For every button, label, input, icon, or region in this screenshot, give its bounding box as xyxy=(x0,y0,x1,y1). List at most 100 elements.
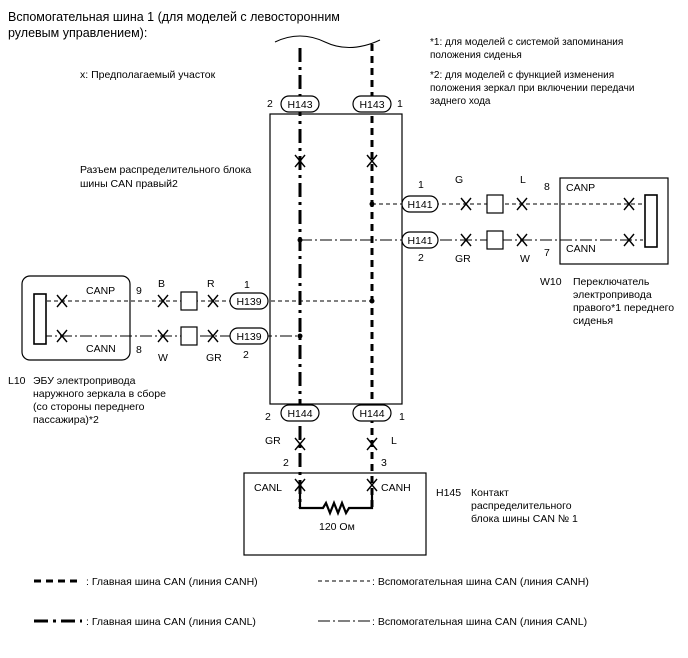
w10-connector-block xyxy=(644,194,658,248)
pin-h139-bottom: 2 xyxy=(243,349,249,361)
legend-sub-canh: : Вспомогательная шина CAN (линия CANH) xyxy=(372,576,589,588)
connector-h139-top xyxy=(229,292,269,310)
w10-name-line2: электропривода xyxy=(573,289,652,301)
suspected-area-legend: x: Предполагаемый участок xyxy=(80,69,216,81)
w10-name-line3: правого*1 переднего xyxy=(573,302,674,314)
suspect-x-mark xyxy=(460,197,472,211)
splice-box xyxy=(180,291,198,311)
l10-canp-label: CANP xyxy=(86,285,115,297)
connector-h144-left xyxy=(280,404,320,422)
connector-h139-label: H139 xyxy=(236,331,261,343)
suspect-x-mark xyxy=(207,329,219,343)
h145-code: H145 xyxy=(436,487,461,499)
suspect-x-mark xyxy=(56,294,68,308)
pin-h141-top: 1 xyxy=(418,179,424,191)
termination-resistor xyxy=(298,492,374,516)
suspect-x-mark xyxy=(460,233,472,247)
junction-label-line2: шины CAN правый2 xyxy=(80,178,178,190)
diagram-title-line2: рулевым управлением): xyxy=(8,26,147,40)
suspect-x-mark xyxy=(366,478,378,492)
note1-line1: *1: для моделей с системой запоминания xyxy=(430,37,623,48)
suspect-x-mark xyxy=(366,437,378,451)
legend-sub-canl: : Вспомогательная шина CAN (линия CANL) xyxy=(372,616,587,628)
junction-dot xyxy=(369,201,375,207)
connector-h141-label: H141 xyxy=(407,199,432,211)
component-w10 xyxy=(559,177,669,265)
suspect-x-mark xyxy=(516,233,528,247)
wire-color: W xyxy=(158,352,168,364)
connector-h144-label: H144 xyxy=(359,408,384,420)
h145-name-line1: Контакт xyxy=(471,487,509,499)
pin-h143-right: 1 xyxy=(397,98,403,110)
connector-h141-bottom xyxy=(401,231,439,249)
pin-w10-cann: 7 xyxy=(544,247,550,259)
suspect-x-mark xyxy=(294,154,306,168)
connector-h141-label: H141 xyxy=(407,235,432,247)
h145-name-line2: распределительного xyxy=(471,500,572,512)
h145-name-line3: блока шины CAN № 1 xyxy=(471,513,578,525)
connector-h144-right xyxy=(352,404,392,422)
torn-edge-line xyxy=(274,35,381,48)
l10-cann-label: CANN xyxy=(86,343,116,355)
suspect-x-mark xyxy=(294,478,306,492)
junction-dot xyxy=(369,298,375,304)
note2-line2: положения зеркал при включении передачи xyxy=(430,83,634,94)
w10-name-line1: Переключатель xyxy=(573,276,650,288)
pin-l10-canp: 9 xyxy=(136,285,142,297)
junction-dot xyxy=(297,333,303,339)
note2-line1: *2: для моделей с функцией изменения xyxy=(430,69,614,81)
pin-h141-bottom: 2 xyxy=(418,252,424,264)
w10-canp-label: CANP xyxy=(566,182,595,194)
w10-name-line4: сиденья xyxy=(573,315,613,327)
pin-h139-top: 1 xyxy=(244,279,250,291)
pin-h145-canl: 2 xyxy=(283,457,289,469)
connector-h141-top xyxy=(401,195,439,213)
w10-code: W10 xyxy=(540,276,562,288)
wire-color: GR xyxy=(455,253,471,265)
wire-color: G xyxy=(455,174,463,186)
note1-line2: положения сиденья xyxy=(430,50,522,61)
splice-box xyxy=(486,230,504,250)
l10-code: L10 xyxy=(8,375,26,387)
wire-color: GR xyxy=(265,435,281,447)
suspect-x-mark xyxy=(207,294,219,308)
h145-canh-label: CANH xyxy=(381,482,411,494)
suspect-x-mark xyxy=(366,154,378,168)
pin-h143-left: 2 xyxy=(267,98,273,110)
legend-main-canl: : Главная шина CAN (линия CANL) xyxy=(86,616,256,628)
wire-color: B xyxy=(158,278,165,290)
connector-h144-label: H144 xyxy=(287,408,312,420)
resistor-value: 120 Ом xyxy=(319,521,355,533)
junction-dot xyxy=(297,237,303,243)
suspect-x-mark xyxy=(623,233,635,247)
note2-line3: заднего хода xyxy=(430,96,491,107)
connector-h143-label: H143 xyxy=(287,99,312,111)
junction-block xyxy=(269,113,403,405)
w10-cann-label: CANN xyxy=(566,243,596,255)
component-h145 xyxy=(243,472,427,556)
splice-box xyxy=(486,194,504,214)
connector-h143-label: H143 xyxy=(359,99,384,111)
suspect-x-mark xyxy=(516,197,528,211)
l10-connector-block xyxy=(33,293,47,345)
suspect-x-mark xyxy=(294,437,306,451)
l10-name-line1: ЭБУ электропривода xyxy=(33,375,136,387)
pin-h144-left: 2 xyxy=(265,411,271,423)
wire-color: W xyxy=(520,253,530,265)
pin-w10-canp: 8 xyxy=(544,181,550,193)
pin-h145-canh: 3 xyxy=(381,457,387,469)
connector-h139-bottom xyxy=(229,327,269,345)
h145-canl-label: CANL xyxy=(254,482,282,494)
l10-name-line2: наружного зеркала в сборе xyxy=(33,388,166,400)
connector-h143-right xyxy=(352,95,392,113)
suspect-x-mark xyxy=(157,329,169,343)
component-l10 xyxy=(21,275,131,361)
wire-color: R xyxy=(207,278,215,290)
connector-h143-left xyxy=(280,95,320,113)
wire-color: L xyxy=(520,174,526,186)
l10-name-line4: пассажира)*2 xyxy=(33,414,99,426)
junction-label-line1: Разъем распределительного блока xyxy=(80,164,251,176)
suspect-x-mark xyxy=(623,197,635,211)
connector-h139-label: H139 xyxy=(236,296,261,308)
